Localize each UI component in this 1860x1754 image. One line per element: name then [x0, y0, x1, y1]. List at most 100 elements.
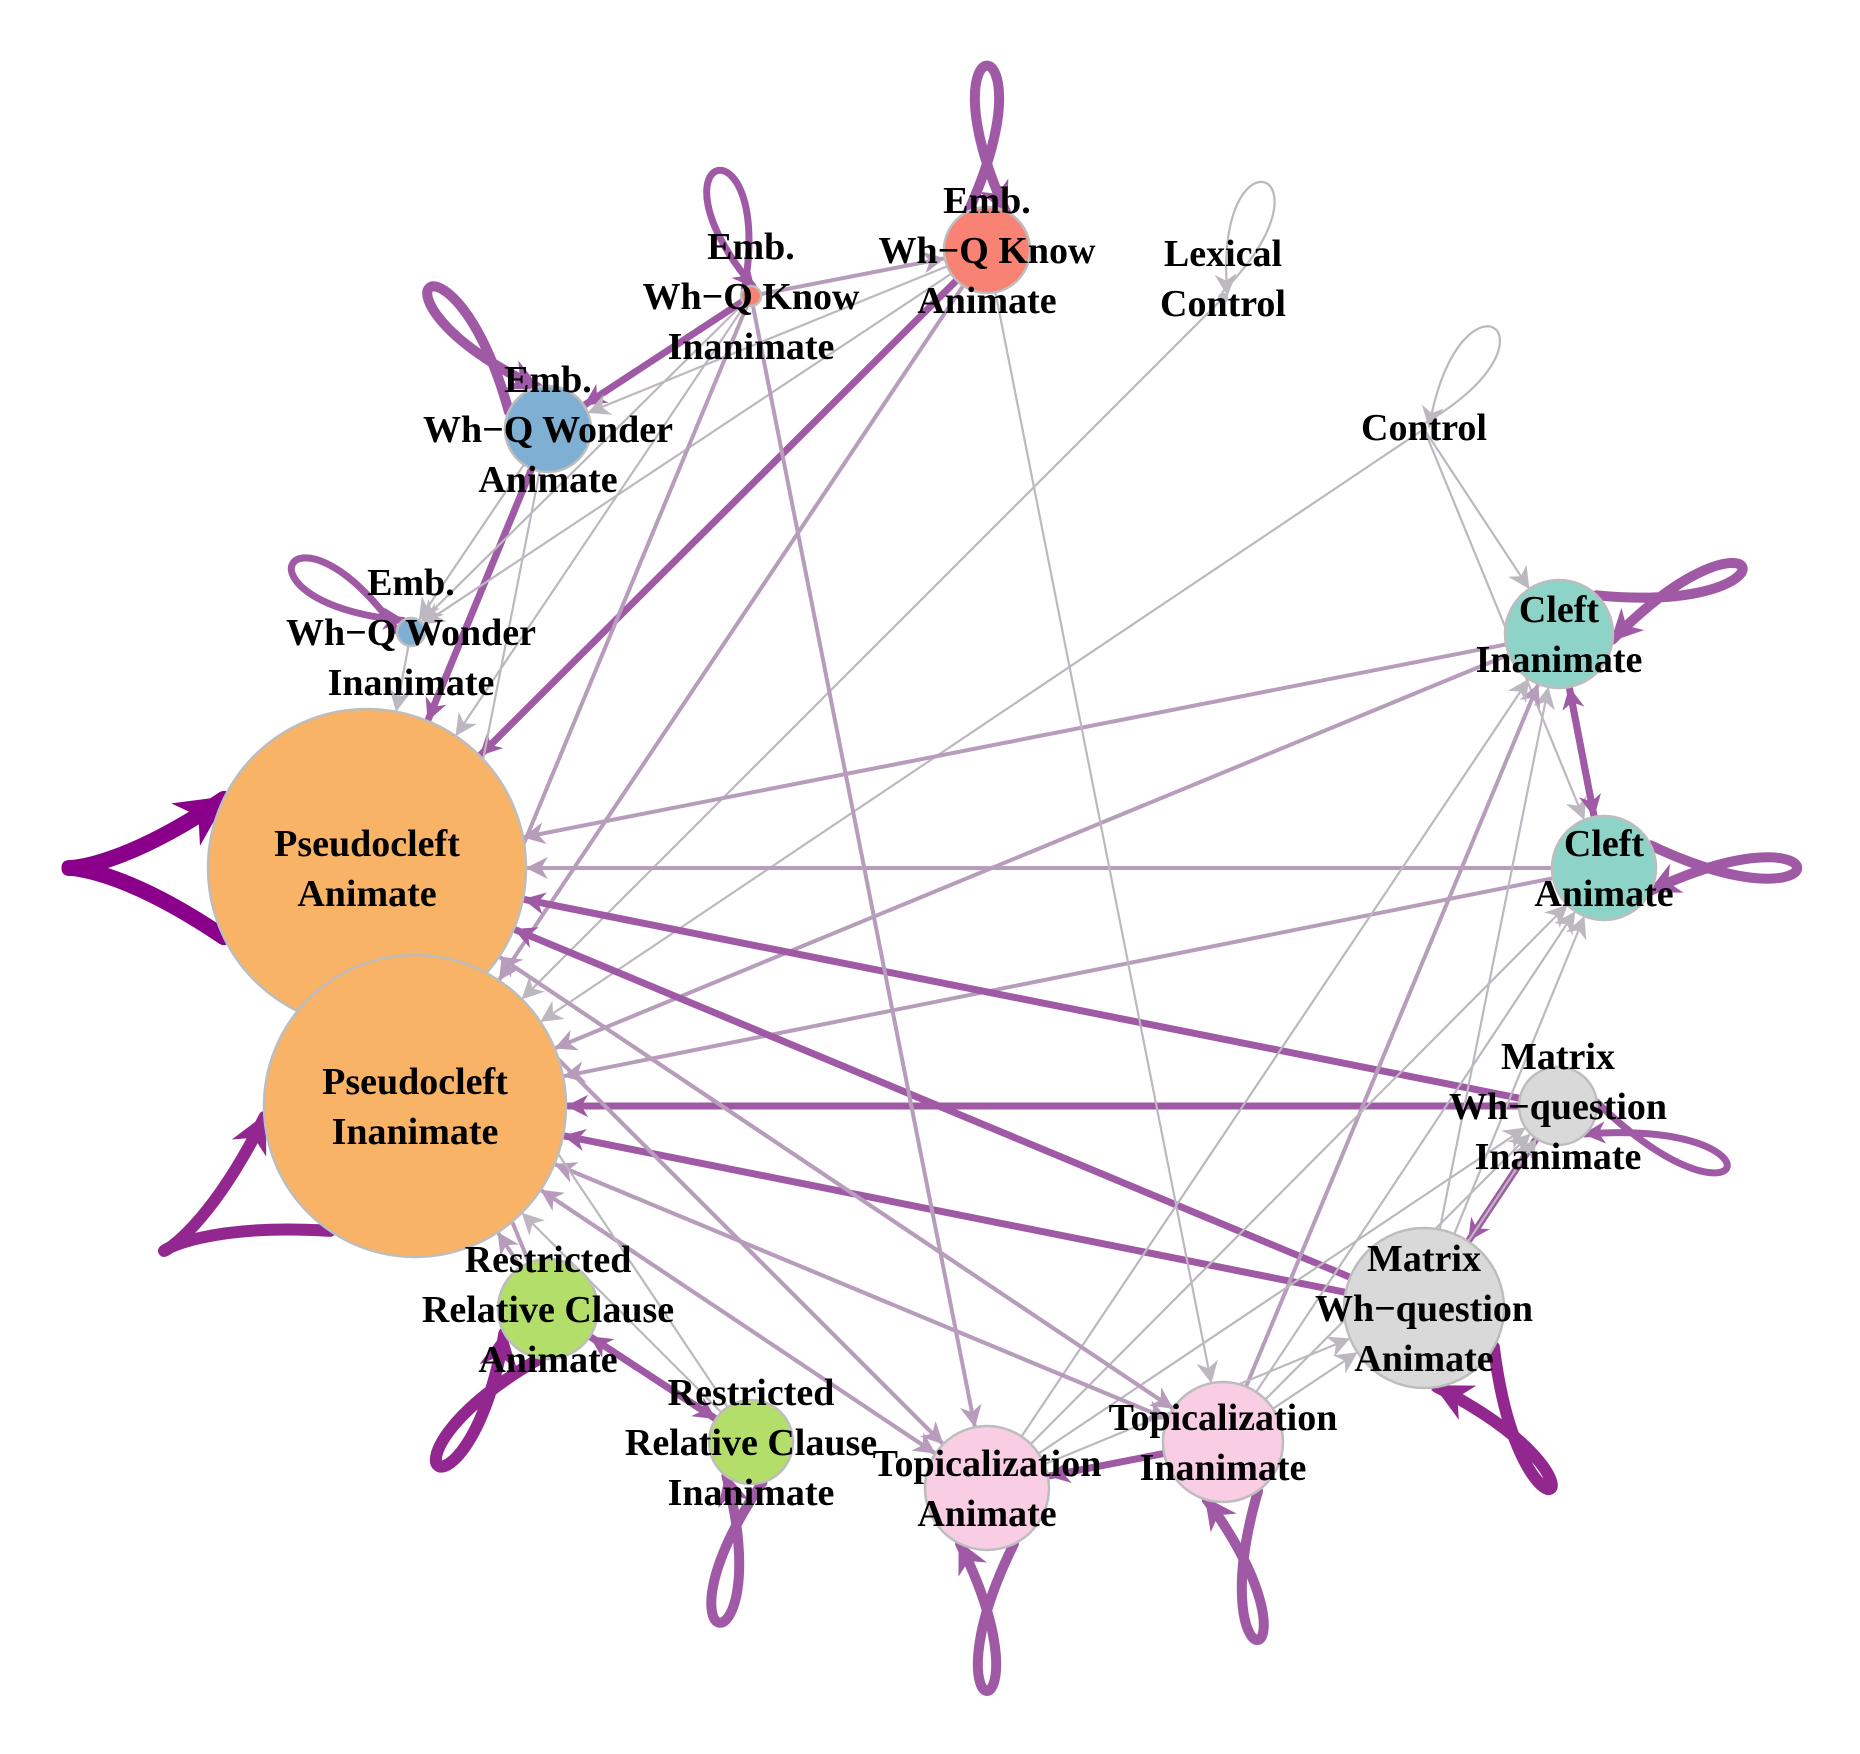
node-label: Control	[1160, 283, 1286, 325]
node-circle[interactable]	[262, 953, 568, 1259]
edges-layer	[61, 60, 1803, 1696]
node-label: Wh−question	[1315, 1288, 1533, 1330]
node-label: Inanimate	[1140, 1447, 1307, 1489]
edge-ca-to-ca	[1645, 840, 1803, 896]
edge-ma-to-pa	[512, 926, 1354, 1281]
node-label: Wh−Q Know	[643, 276, 861, 318]
node-label: Matrix	[1367, 1238, 1481, 1280]
node-label: Matrix	[1501, 1036, 1615, 1078]
node-circle[interactable]	[1217, 292, 1229, 304]
node-label: Animate	[297, 873, 436, 915]
edge-ri-to-ra	[587, 1334, 720, 1423]
edge-ca-to-pi	[562, 876, 1556, 1083]
node-label: Wh−Q Wonder	[423, 409, 673, 451]
edge-eki-to-ewi	[420, 301, 745, 623]
node-label: Animate	[1354, 1338, 1493, 1380]
node-circle[interactable]	[496, 1257, 600, 1361]
node-circle[interactable]	[942, 205, 1032, 295]
node-label: Control	[1361, 407, 1487, 449]
node-circle[interactable]	[707, 1398, 795, 1486]
edge-eki-to-eka	[758, 251, 945, 297]
edge-ma-to-pi	[561, 1129, 1350, 1296]
edge-eka-to-pi	[498, 283, 966, 981]
node-ri[interactable]	[707, 1398, 795, 1486]
node-circle[interactable]	[395, 616, 427, 648]
node-label: Animate	[478, 1339, 617, 1381]
node-label: Restricted	[668, 1372, 835, 1414]
node-label: Inanimate	[668, 1472, 835, 1514]
edge-ca-to-ci	[1562, 685, 1598, 821]
node-circle[interactable]	[739, 284, 763, 308]
node-ra[interactable]	[496, 1257, 600, 1361]
nodes-layer	[206, 205, 1658, 1552]
node-circle[interactable]	[1161, 1380, 1285, 1504]
node-label: Animate	[1534, 873, 1673, 915]
node-ci[interactable]	[1503, 578, 1615, 690]
node-eka[interactable]	[942, 205, 1032, 295]
node-label: Inanimate	[1476, 639, 1643, 681]
node-mi[interactable]	[1517, 1065, 1599, 1147]
edge-ti-to-ci	[1244, 683, 1541, 1389]
node-label: Pseudocleft	[274, 823, 460, 865]
edge-eka-to-eka	[963, 60, 1011, 217]
node-label: Animate	[917, 280, 1056, 322]
node-lc[interactable]	[1217, 292, 1229, 304]
node-label: Wh−question	[1449, 1086, 1667, 1128]
edge-ma-to-ca	[1453, 915, 1587, 1236]
edge-eki-to-eki	[703, 166, 757, 292]
node-c[interactable]	[1420, 425, 1428, 433]
node-circle[interactable]	[923, 1424, 1051, 1552]
edge-mi-to-pa	[521, 892, 1524, 1102]
edge-ma-to-ma	[1430, 1341, 1558, 1496]
node-label: Topicalization	[873, 1443, 1102, 1485]
node-label: Cleft	[1564, 823, 1645, 865]
node-ta[interactable]	[923, 1424, 1051, 1552]
node-ca[interactable]	[1550, 814, 1658, 922]
edge-eki-to-pa	[455, 303, 747, 737]
node-circle[interactable]	[1503, 578, 1615, 690]
edge-c-to-c	[1421, 325, 1501, 429]
node-label: Emb.	[367, 562, 455, 604]
edge-ewi-to-ewi	[287, 554, 407, 635]
node-label: Wh−Q Know	[879, 230, 1097, 272]
node-label: Relative Clause	[625, 1422, 877, 1464]
node-circle[interactable]	[1517, 1065, 1599, 1147]
node-ma[interactable]	[1342, 1226, 1506, 1390]
edge-pi-to-ti	[552, 1161, 1168, 1421]
node-eki[interactable]	[739, 284, 763, 308]
edge-ti-to-ta	[1046, 1449, 1168, 1483]
node-label: Inanimate	[1475, 1136, 1642, 1178]
node-label: Topicalization	[1109, 1397, 1338, 1439]
node-label: Relative Clause	[422, 1289, 674, 1331]
node-pi[interactable]	[262, 953, 568, 1259]
node-circle[interactable]	[1342, 1226, 1506, 1390]
edge-ci-to-pa	[522, 642, 1509, 844]
node-ewi[interactable]	[395, 616, 427, 648]
node-label: Animate	[917, 1493, 1056, 1535]
node-label: Lexical	[1164, 233, 1282, 275]
node-ewa[interactable]	[503, 384, 593, 474]
edge-ta-to-ci	[1020, 678, 1530, 1438]
node-label: Restricted	[465, 1239, 632, 1281]
node-label: Wh−Q Wonder	[286, 612, 536, 654]
node-circle[interactable]	[1420, 425, 1428, 433]
edge-c-to-ci	[1425, 431, 1530, 590]
edge-eki-to-ewa	[582, 297, 747, 408]
node-ti[interactable]	[1161, 1380, 1285, 1504]
edge-ta-to-ta	[955, 1538, 1019, 1696]
node-label: Emb.	[707, 226, 795, 268]
node-circle[interactable]	[1550, 814, 1658, 922]
edge-c-to-pi	[540, 430, 1422, 1022]
edge-ti-to-ma	[1271, 1352, 1358, 1410]
edge-ci-to-pi	[554, 652, 1512, 1051]
edge-ma-to-ci	[1438, 686, 1555, 1231]
edge-ti-to-ca	[1255, 911, 1576, 1394]
labels-layer: PseudocleftAnimatePseudocleftInanimateEm…	[274, 180, 1674, 1535]
edge-ewa-to-ewi	[418, 463, 526, 621]
node-label: Cleft	[1519, 589, 1600, 631]
node-circle[interactable]	[503, 384, 593, 474]
edge-lc-to-pi	[521, 299, 1222, 1000]
node-label: Inanimate	[668, 326, 835, 368]
edge-pi-to-pi	[158, 1111, 337, 1257]
